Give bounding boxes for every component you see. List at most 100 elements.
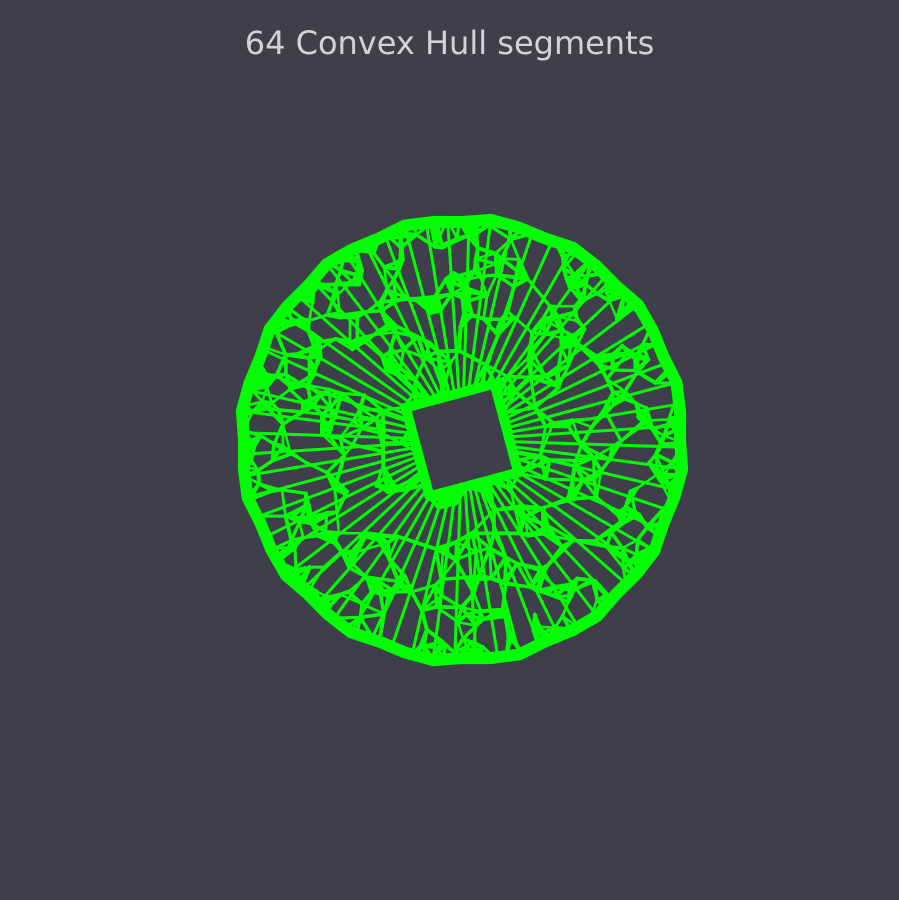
hull-edge <box>298 520 314 526</box>
hull-edge <box>650 427 664 447</box>
hull-edge <box>553 614 565 630</box>
hull-edge <box>325 312 343 320</box>
hull-edge <box>472 483 521 656</box>
hull-edge <box>619 421 647 443</box>
hull-edge <box>306 383 331 391</box>
hull-edge <box>362 239 443 399</box>
hull-edge <box>592 445 615 459</box>
hull-edge <box>409 589 424 613</box>
hull-edge <box>298 474 425 594</box>
hull-edge <box>468 485 500 661</box>
hull-edge <box>319 414 338 437</box>
hull-edge <box>307 356 317 369</box>
hull-edge <box>371 251 386 269</box>
hull-edge <box>356 541 390 553</box>
hull-edge <box>491 478 599 618</box>
hull-edge <box>270 388 292 405</box>
hull-edge <box>331 487 429 622</box>
hull-edge <box>440 547 458 562</box>
hull-edge <box>289 504 307 520</box>
hull-edge <box>496 477 616 604</box>
hull-edge <box>502 321 652 416</box>
hull-edge <box>439 575 468 581</box>
hull-edge <box>280 488 308 496</box>
hull-edge <box>654 452 675 465</box>
hull-edge <box>530 348 548 379</box>
hull-edge <box>620 546 639 557</box>
hull-edge <box>635 525 649 542</box>
hull-edge <box>381 463 387 480</box>
hull-edge <box>388 348 405 354</box>
hull-edge <box>469 531 492 550</box>
hull-edge <box>284 469 424 577</box>
hull-edge <box>529 348 534 380</box>
hull-edge <box>349 495 431 634</box>
hull-edge <box>343 250 438 400</box>
hull-edge <box>500 257 528 280</box>
hull-edge <box>289 520 302 543</box>
hull-edge <box>454 540 458 562</box>
hull-edge <box>288 387 305 404</box>
hull-edge <box>500 303 640 411</box>
hull-edge <box>503 556 508 584</box>
hull-edge <box>546 524 576 542</box>
hull-edge <box>495 258 593 393</box>
hull-edge <box>513 456 674 513</box>
hull-edge <box>360 532 377 538</box>
hull-edge <box>356 533 364 554</box>
hull-edge <box>493 317 504 335</box>
hull-edge <box>536 588 550 595</box>
hull-edge <box>450 286 466 295</box>
hull-edge <box>456 606 463 624</box>
hull-edge <box>338 436 355 447</box>
hull-edge <box>475 262 498 273</box>
hull-edge <box>504 360 672 425</box>
hull-edge <box>434 540 458 551</box>
hull-edge <box>543 315 555 337</box>
hull-edge <box>324 511 339 518</box>
hull-edge <box>478 607 505 614</box>
hull-edge <box>610 344 624 357</box>
hull-edge <box>472 550 478 579</box>
hull-edge <box>477 482 542 650</box>
hull-edge <box>457 325 463 353</box>
hull-edge <box>297 352 311 360</box>
hull-edge <box>320 412 337 418</box>
hull-edge <box>438 291 454 313</box>
hull-edge <box>431 488 457 662</box>
hull-edge <box>418 627 429 648</box>
hull-edge <box>325 299 334 317</box>
hull-edge <box>414 232 438 249</box>
hull-edge <box>510 445 684 471</box>
segments-group <box>235 213 689 667</box>
hull-edge <box>635 473 659 490</box>
inner-square-boundary <box>400 378 524 502</box>
hull-edge <box>250 367 411 424</box>
hull-edge <box>515 561 532 589</box>
hull-edge <box>307 356 311 379</box>
hull-edge <box>502 475 631 588</box>
hull-edge <box>574 285 583 302</box>
hull-edge <box>474 609 483 628</box>
hull-edge <box>622 396 638 406</box>
hull-edge <box>571 477 585 502</box>
outer-hull-boundary <box>235 213 689 667</box>
hull-edge <box>477 546 492 578</box>
hull-edge <box>396 579 414 594</box>
hull-edge <box>403 224 452 397</box>
hull-edge <box>453 487 462 664</box>
hull-edge <box>268 327 407 409</box>
hull-edge <box>591 455 604 474</box>
hull-edge <box>424 298 439 307</box>
hull-edge <box>504 610 511 634</box>
hull-edge <box>365 575 382 594</box>
hull-edge <box>482 294 489 321</box>
hull-edge <box>478 228 535 389</box>
hull-edge <box>342 549 360 557</box>
hull-edge <box>393 372 416 394</box>
hull-edge <box>333 391 344 419</box>
hull-edge <box>609 530 625 551</box>
hull-edge <box>293 292 422 405</box>
